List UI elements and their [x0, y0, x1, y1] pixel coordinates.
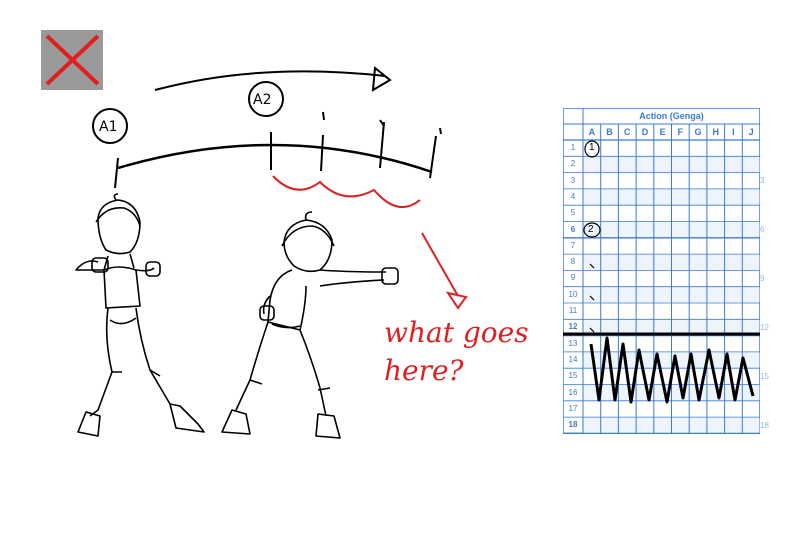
column-header: B — [606, 127, 613, 137]
column-header: D — [641, 127, 649, 137]
row-number: 17 — [568, 403, 578, 413]
row-number: 12 — [568, 322, 578, 332]
timesheet-title: Action (Genga) — [639, 111, 704, 121]
side-number: 12 — [760, 323, 769, 332]
timing-tick-a1 — [114, 157, 119, 189]
key-a1-label: A1 — [99, 119, 117, 135]
side-number: 18 — [760, 421, 769, 430]
column-header: H — [712, 127, 719, 137]
side-number: 3 — [760, 176, 765, 185]
column-header: C — [623, 127, 631, 137]
key-marks — [583, 140, 601, 238]
timesheet-grid — [563, 108, 760, 434]
row-number: 2 — [570, 159, 576, 169]
inbetween-scallops — [272, 175, 421, 209]
row-number: 4 — [570, 191, 576, 201]
side-number: 9 — [760, 274, 765, 283]
row-number: 10 — [568, 289, 578, 299]
key-mark-1: 1 — [589, 142, 595, 153]
row-number: 7 — [570, 240, 576, 250]
key-a2-circle — [248, 81, 284, 117]
question-arrow — [421, 232, 459, 297]
row-number: 16 — [568, 387, 578, 397]
row-number: 9 — [570, 273, 576, 283]
side-number: 6 — [760, 225, 765, 234]
arrow-head-icon — [371, 66, 392, 92]
timing-tick-5 — [429, 135, 437, 179]
side-number: 15 — [760, 372, 769, 381]
character-key-a2 — [221, 211, 399, 439]
question-line-2: here? — [384, 354, 465, 387]
row-number: 6 — [570, 224, 576, 234]
key-mark-2: 2 — [588, 224, 594, 235]
row-number: 5 — [570, 208, 576, 218]
row-number: 18 — [568, 420, 578, 430]
key-a2-label: A2 — [253, 92, 271, 108]
column-header: J — [748, 127, 754, 137]
inbetween-ticks — [589, 263, 595, 333]
column-header: G — [694, 127, 702, 137]
key-a1-circle — [92, 108, 128, 144]
timing-chart-arc — [117, 143, 433, 174]
row-number: 11 — [568, 306, 578, 315]
column-header: A — [588, 127, 596, 137]
timing-tick-3 — [320, 134, 324, 172]
timing-tick-4 — [379, 121, 385, 169]
column-header: E — [659, 127, 666, 137]
red-x-icon — [41, 30, 103, 90]
scribble-overlay — [563, 332, 760, 404]
column-header: I — [732, 127, 735, 137]
question-arrow-head-icon — [445, 291, 468, 310]
row-number: 8 — [570, 257, 576, 267]
row-number: 1 — [570, 143, 576, 152]
column-header: F — [677, 127, 684, 137]
row-number: 14 — [568, 354, 578, 364]
row-number: 13 — [568, 338, 578, 348]
question-line-1: what goes — [384, 316, 529, 349]
character-key-a1 — [75, 193, 205, 437]
motion-arrow — [154, 70, 386, 91]
row-number: 3 — [570, 175, 576, 185]
row-number: 15 — [568, 371, 578, 381]
